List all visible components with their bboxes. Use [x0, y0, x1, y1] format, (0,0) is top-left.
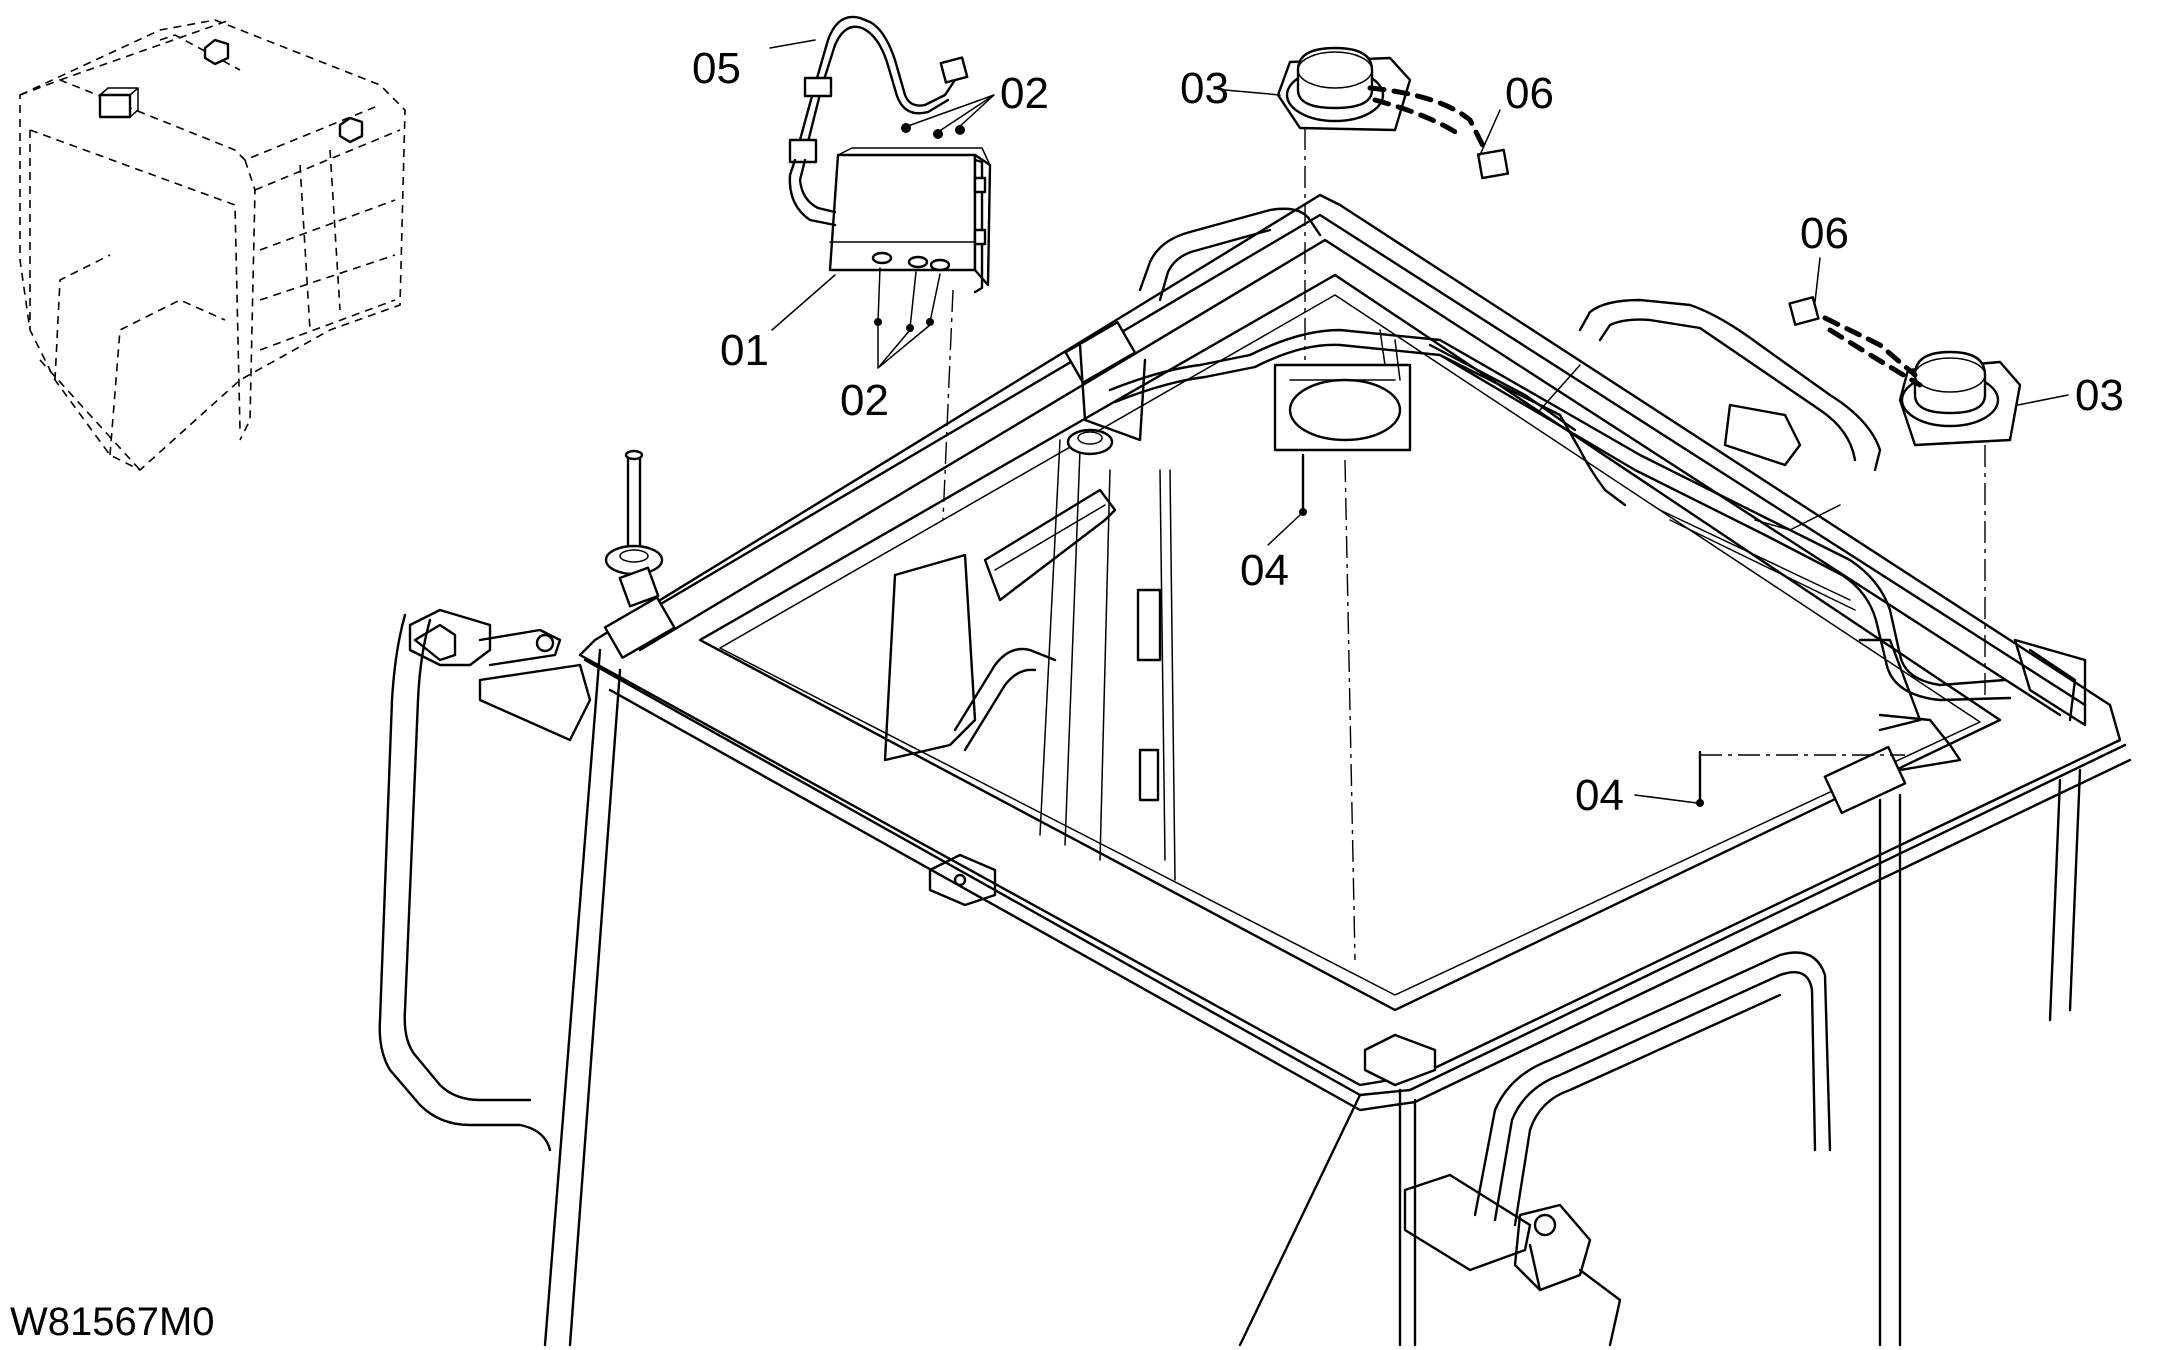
corner-post-front	[1363, 1033, 1437, 1087]
interior-switch-2	[1138, 748, 1160, 802]
callout-02-top: 02	[1000, 69, 1049, 118]
callout-04-left: 04	[1240, 546, 1289, 595]
speaker-connector-left	[1367, 85, 1510, 180]
corner-post-back	[1064, 321, 1137, 384]
callout-02-bottom: 02	[840, 376, 889, 425]
callout-leaders	[769, 39, 2069, 804]
inset-speaker-left	[203, 38, 230, 66]
corner-post-left	[603, 596, 676, 659]
bolt-04-right	[1696, 750, 1704, 807]
antenna-mast	[604, 449, 664, 608]
connector-05	[803, 76, 833, 98]
callout-01: 01	[720, 326, 769, 375]
radio-unit	[828, 147, 992, 294]
callout-04-right: 04	[1575, 771, 1624, 820]
cab-overview-inset	[19, 19, 406, 471]
inset-radio-box	[98, 93, 132, 119]
speaker-mount-panel	[1273, 329, 1412, 452]
callout-05: 05	[692, 44, 741, 93]
callout-03-right: 03	[2075, 371, 2124, 420]
callout-06-right: 06	[1800, 209, 1849, 258]
figure-code: W81567M0	[10, 1300, 215, 1344]
connector-end	[939, 56, 969, 84]
assembly-center-lines	[942, 128, 1986, 961]
callout-03-left: 03	[1180, 64, 1229, 113]
connector-radio	[788, 138, 818, 164]
bolt-04-left	[1299, 453, 1307, 516]
wiring-harness	[1066, 328, 2012, 772]
callout-06-left: 06	[1505, 69, 1554, 118]
inset-speaker-right	[338, 116, 364, 144]
speaker-connector-right	[1788, 296, 1923, 388]
corner-post-right	[1823, 745, 1907, 815]
radio-harness-cable	[788, 15, 969, 227]
cab-roof-frame	[378, 193, 2132, 1347]
interior-switch-1	[1136, 588, 1162, 662]
speaker-left	[1276, 46, 1412, 132]
grommet-left	[1066, 428, 1114, 456]
speaker-right	[1898, 350, 2022, 447]
